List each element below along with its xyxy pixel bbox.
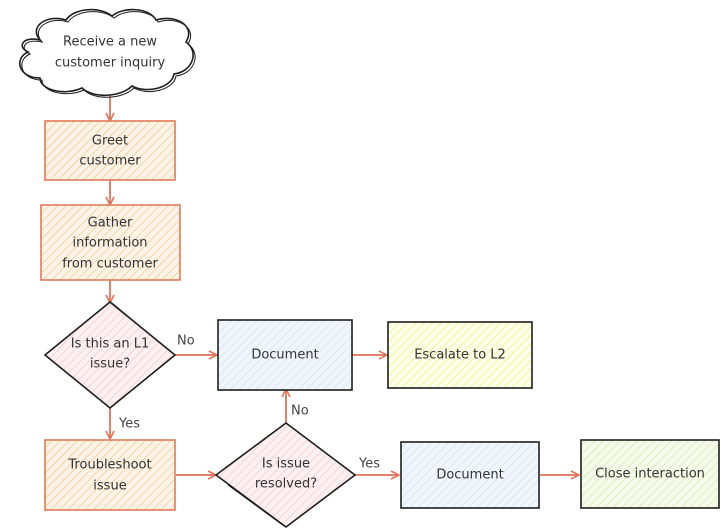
edge-label-l1-yes: Yes (118, 417, 140, 432)
node-escalate-to-l2[interactable]: Escalate to L2 (387, 321, 533, 389)
gather-label-line3: from customer (62, 257, 158, 272)
l1-decision-label-line1: Is this an L1 (71, 337, 149, 352)
close-label: Close interaction (595, 467, 705, 482)
node-start-cloud[interactable]: Receive a new customer inquiry (19, 8, 196, 98)
node-greet-customer[interactable]: Greet customer (44, 120, 176, 181)
document-1-label: Document (251, 348, 318, 363)
escalate-label: Escalate to L2 (414, 348, 506, 363)
start-label-line1: Receive a new (63, 35, 157, 50)
node-document-1[interactable]: Document (217, 319, 353, 391)
edge-label-resolved-yes: Yes (358, 457, 380, 472)
node-troubleshoot-issue[interactable]: Troubleshoot issue (44, 439, 176, 511)
start-label-line2: customer inquiry (55, 56, 166, 71)
document-2-label: Document (436, 468, 503, 483)
node-gather-information[interactable]: Gather information from customer (40, 204, 181, 281)
greet-label-line1: Greet (92, 134, 128, 149)
troubleshoot-label-line2: issue (93, 479, 126, 494)
greet-label-line2: customer (79, 154, 141, 169)
edges (110, 92, 578, 475)
edge-label-resolved-no: No (291, 404, 309, 419)
node-l1-decision[interactable]: Is this an L1 issue? (43, 300, 177, 410)
troubleshoot-label-line1: Troubleshoot (67, 458, 151, 473)
gather-label-line1: Gather (88, 216, 133, 231)
l1-decision-label-line2: issue? (90, 357, 130, 372)
resolved-decision-label-line2: resolved? (255, 477, 317, 492)
resolved-decision-label-line1: Is issue (262, 457, 310, 472)
gather-label-line2: information (72, 236, 147, 251)
node-document-2[interactable]: Document (400, 441, 540, 509)
node-close-interaction[interactable]: Close interaction (580, 439, 720, 509)
edge-label-l1-no: No (177, 334, 195, 349)
node-resolved-decision[interactable]: Is issue resolved? (214, 422, 357, 528)
